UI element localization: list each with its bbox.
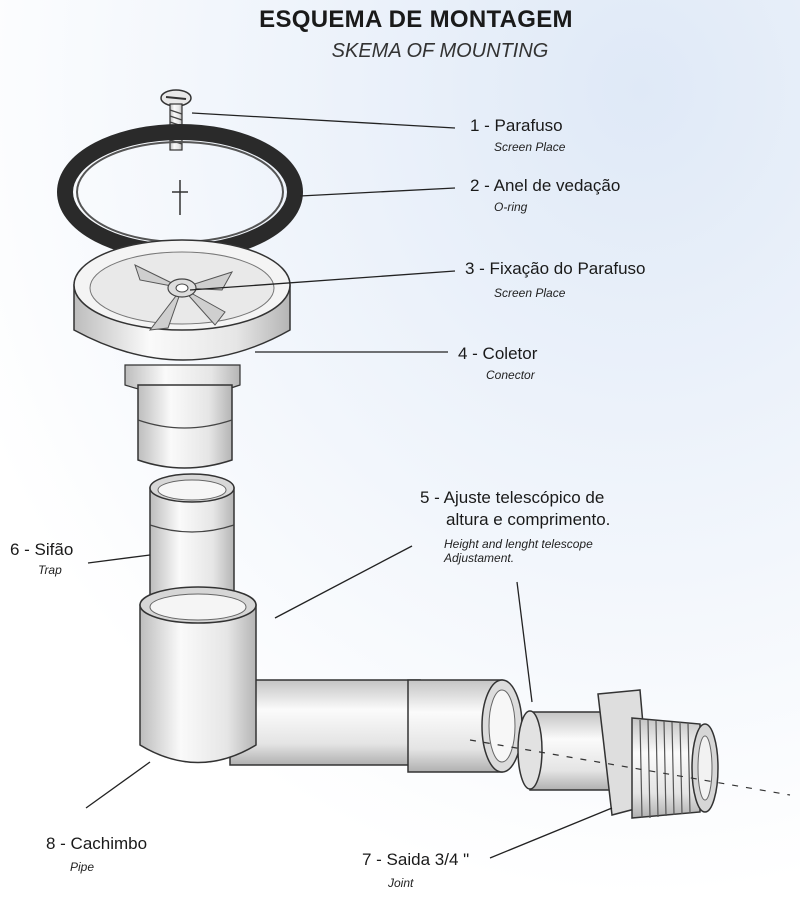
part-5-label: 5 - Ajuste telescópico de [420,488,605,507]
leader-line-5a [274,545,413,619]
upper-tube-part [137,384,233,469]
leader-line-5b [516,581,533,703]
screw-mount-part [134,264,234,331]
part-5-sub: Height and lenght telescope [444,537,593,551]
leader-line-7 [489,807,613,859]
leader-line-8 [85,761,151,809]
leader-line-1 [191,112,456,129]
part-2-sub: O-ring [494,200,528,214]
leader-lines [85,112,613,859]
assembly-axis [469,739,791,796]
diagram-title: ESQUEMA DE MONTAGEM [259,6,573,33]
part-1-label: 1 - Parafuso [470,116,563,135]
part-8-label: 8 - Cachimbo [46,834,148,853]
part-5-sub-line2: Adjustament. [444,551,515,565]
leader-line-2 [299,187,456,197]
part-4-sub: Conector [486,368,535,382]
part-5-label-line2: altura e comprimento. [446,510,611,529]
outlet-joint-part [517,689,719,819]
diagram-subtitle: SKEMA OF MOUNTING [331,40,549,62]
leader-line-3 [189,270,456,291]
part-8-sub: Pipe [70,860,95,874]
part-4-label: 4 - Coletor [458,344,538,363]
part-6-label: 6 - Sifão [10,540,74,559]
part-3-sub: Screen Place [494,286,566,300]
trap-body-part [139,586,523,773]
part-6-sub: Trap [38,563,62,577]
part-3-label: 3 - Fixação do Parafuso [465,259,646,278]
part-1-sub: Screen Place [494,140,566,154]
part-2-label: 2 - Anel de vedação [470,176,621,195]
part-7-label: 7 - Saida 3/4 " [362,850,470,869]
leader-line-6 [87,554,151,564]
part-7-sub: Joint [388,876,414,890]
